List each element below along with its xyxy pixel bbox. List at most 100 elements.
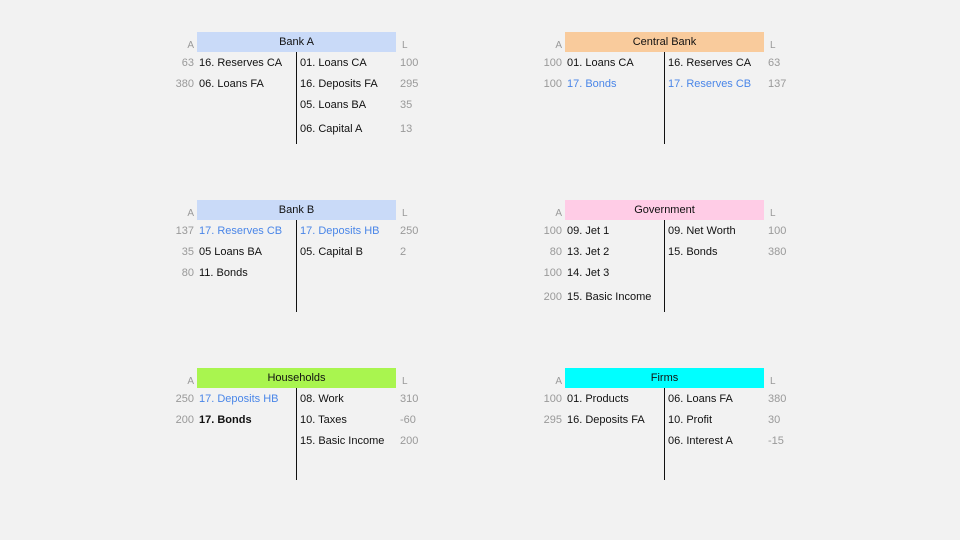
liability-row: 10. Profit 30 [666, 412, 798, 428]
liability-row: 05. Capital B 2 [298, 244, 430, 260]
liability-value: 137 [768, 78, 787, 90]
liability-value: 2 [400, 246, 407, 258]
asset-row: 63 16. Reserves CA [170, 55, 296, 71]
liability-value: -60 [400, 414, 416, 426]
asset-value: 200 [543, 291, 562, 303]
liability-label: 15. Bonds [668, 246, 718, 258]
asset-row: 200 17. Bonds [170, 412, 296, 428]
asset-value: 80 [549, 246, 562, 258]
asset-label: 11. Bonds [199, 267, 248, 279]
liability-value: 310 [400, 393, 419, 405]
liability-row: 08. Work 310 [298, 391, 430, 407]
asset-label: 16. Reserves CA [199, 57, 283, 69]
asset-row: 137 17. Reserves CB [170, 223, 296, 239]
asset-label: 16. Deposits FA [567, 414, 645, 426]
liability-label: 16. Deposits FA [300, 78, 378, 90]
t-divider [664, 52, 665, 144]
liability-row: 16. Deposits FA 295 [298, 76, 430, 92]
account-header: Central Bank [565, 32, 764, 52]
liability-label: 06. Loans FA [668, 393, 733, 405]
asset-value: 100 [543, 78, 562, 90]
liability-row: 06. Interest A -15 [666, 433, 798, 449]
liability-value: 295 [400, 78, 419, 90]
asset-value: 100 [543, 225, 562, 237]
liability-label: 05. Capital B [300, 246, 363, 258]
asset-value: 200 [175, 414, 194, 426]
assets-side-label: A [187, 40, 194, 51]
liability-value: 100 [400, 57, 419, 69]
liability-label: 05. Loans BA [300, 99, 367, 111]
asset-value: 100 [543, 267, 562, 279]
asset-label: 17. Bonds [199, 414, 252, 426]
asset-label: 01. Loans CA [567, 57, 634, 69]
liability-row: 10. Taxes -60 [298, 412, 430, 428]
liability-value: 380 [768, 246, 787, 258]
assets-side-label: A [555, 208, 562, 219]
asset-value: 380 [175, 78, 194, 90]
t-divider [664, 220, 665, 312]
liability-label: 09. Net Worth [668, 225, 736, 237]
asset-value: 100 [543, 393, 562, 405]
liability-row: 05. Loans BA 35 [298, 97, 430, 113]
account-header: Bank A [197, 32, 396, 52]
liability-label: 06. Capital A [300, 123, 363, 135]
asset-value: 100 [543, 57, 562, 69]
liability-value: -15 [768, 435, 784, 447]
asset-label: 13. Jet 2 [567, 246, 610, 258]
liabilities-side-label: L [402, 376, 408, 387]
liability-value: 35 [400, 99, 413, 111]
liability-value: 63 [768, 57, 781, 69]
account-header: Bank B [197, 200, 396, 220]
liabilities-side-label: L [770, 40, 776, 51]
liability-value: 30 [768, 414, 781, 426]
asset-value: 137 [175, 225, 194, 237]
asset-row: 35 05 Loans BA [170, 244, 296, 260]
liability-row: 16. Reserves CA 63 [666, 55, 798, 71]
asset-row: 80 11. Bonds [170, 265, 296, 281]
liability-label: 10. Profit [668, 414, 713, 426]
account-header: Households [197, 368, 396, 388]
asset-row: 80 13. Jet 2 [538, 244, 664, 260]
asset-label: 05 Loans BA [199, 246, 262, 258]
liability-label: 08. Work [300, 393, 344, 405]
liability-label: 10. Taxes [300, 414, 347, 426]
liability-value: 13 [400, 123, 413, 135]
asset-label: 17. Reserves CB [199, 225, 283, 237]
liability-value: 100 [768, 225, 787, 237]
liability-label: 06. Interest A [668, 435, 733, 447]
asset-label: 09. Jet 1 [567, 225, 610, 237]
liability-row: 06. Capital A 13 [298, 121, 430, 137]
asset-value: 80 [181, 267, 194, 279]
liability-value: 200 [400, 435, 419, 447]
liabilities-side-label: L [402, 208, 408, 219]
asset-row: 100 09. Jet 1 [538, 223, 664, 239]
account-header: Firms [565, 368, 764, 388]
asset-label: 14. Jet 3 [567, 267, 610, 279]
asset-value: 63 [181, 57, 194, 69]
asset-label: 06. Loans FA [199, 78, 264, 90]
liability-row: 01. Loans CA 100 [298, 55, 430, 71]
liabilities-side-label: L [770, 208, 776, 219]
asset-row: 100 01. Loans CA [538, 55, 664, 71]
asset-value: 250 [175, 393, 194, 405]
liability-value: 250 [400, 225, 419, 237]
t-divider [296, 52, 297, 144]
liability-label: 16. Reserves CA [668, 57, 752, 69]
liability-label: 01. Loans CA [300, 57, 367, 69]
t-divider [296, 220, 297, 312]
asset-value: 35 [181, 246, 194, 258]
assets-side-label: A [187, 376, 194, 387]
